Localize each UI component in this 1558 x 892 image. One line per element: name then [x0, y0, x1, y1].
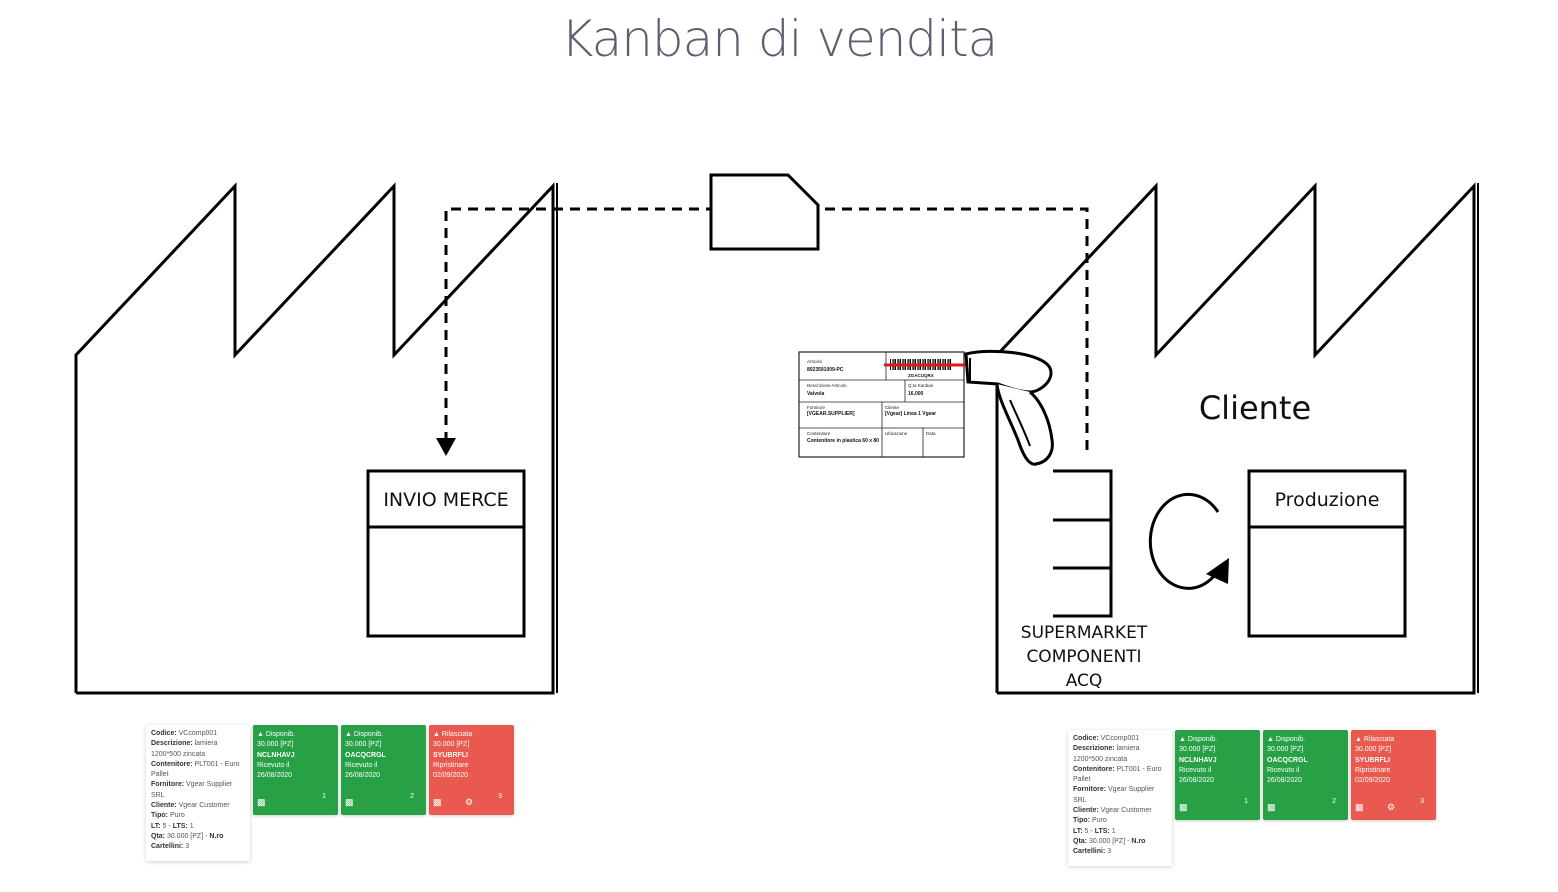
kanban-card[interactable]: ▲ Rilasciata 30.000 [PZ] SYUBRFLI Ripris… [429, 725, 514, 815]
barcode-scanner-icon [964, 349, 1054, 466]
print-icon[interactable]: ▩ [1355, 801, 1364, 812]
kanban-card[interactable]: ▲ Disponib. 30.000 [PZ] OACQCRGL Ricevut… [341, 725, 426, 815]
svg-text:Articolo: Articolo [807, 359, 823, 364]
kanban-card[interactable]: ▲ Disponib. 30.000 [PZ] NCLNHAVJ Ricevut… [1175, 730, 1260, 820]
customer-factory-outline [995, 182, 1476, 695]
restore-icon[interactable]: ⚙ [1387, 801, 1396, 812]
kanban-info-card: Codice: VCcomp001 Descrizione: lamiera 1… [1068, 730, 1172, 866]
print-icon[interactable]: ▩ [257, 796, 266, 807]
svg-text:Cliente: Cliente [885, 405, 900, 410]
invio-merce-label: INVIO MERCE [383, 489, 508, 511]
svg-text:Valvola: Valvola [807, 391, 824, 397]
svg-text:Ubicazione: Ubicazione [885, 431, 908, 436]
flask-icon: ▲ [1267, 736, 1274, 743]
kanban-card-symbol [709, 173, 820, 251]
print-icon[interactable]: ▩ [433, 796, 442, 807]
flask-icon: ▲ [433, 731, 440, 738]
kanban-paper-label: Articolo 8023591009-PC ZGACUQRX Descrizi… [798, 351, 965, 458]
supermarket-label-line2: COMPONENTI [1026, 647, 1141, 667]
svg-text:Fornitore: Fornitore [807, 405, 826, 410]
kanban-card[interactable]: ▲ Disponib. 30.000 [PZ] OACQCRGL Ricevut… [1263, 730, 1348, 820]
production-cycle-arrow [1148, 492, 1220, 590]
svg-text:Descrizione Articolo: Descrizione Articolo [807, 383, 847, 388]
cycle-arrow-head [1206, 558, 1229, 584]
flask-icon: ▲ [257, 731, 264, 738]
produzione-label: Produzione [1275, 489, 1380, 511]
print-icon[interactable]: ▩ [345, 796, 354, 807]
flow-arrow-head [436, 438, 456, 456]
svg-text:[VGEAR.SUPPLIER]: [VGEAR.SUPPLIER] [807, 411, 855, 417]
kanban-card[interactable]: ▲ Disponib. 30.000 [PZ] NCLNHAVJ Ricevut… [253, 725, 338, 815]
svg-text:Contenitore: Contenitore [807, 431, 831, 436]
svg-text:16,000: 16,000 [908, 391, 924, 397]
svg-text:Data: Data [926, 431, 936, 436]
page-title: Kanban di vendita [560, 10, 999, 68]
print-icon[interactable]: ▩ [1179, 801, 1188, 812]
produzione-box: Produzione [1247, 469, 1407, 638]
supermarket-shelves [1053, 469, 1113, 618]
supermarket-label-line3: ACQ [1066, 671, 1103, 691]
supermarket-label-line1: SUPERMARKET [1021, 623, 1148, 643]
restore-icon[interactable]: ⚙ [465, 796, 474, 807]
flask-icon: ▲ [1179, 736, 1186, 743]
kanban-info-card: Codice: VCcomp001 Descrizione: lamiera 1… [146, 725, 250, 861]
flask-icon: ▲ [345, 731, 352, 738]
svg-text:Q.ta Kanban: Q.ta Kanban [908, 383, 934, 388]
invio-merce-box: INVIO MERCE [366, 469, 526, 638]
svg-text:[Vgear] Linea 1 Vgear: [Vgear] Linea 1 Vgear [885, 411, 936, 417]
flask-icon: ▲ [1355, 736, 1362, 743]
svg-text:Contenitore in plastica 60 x 8: Contenitore in plastica 60 x 80 [807, 438, 879, 444]
svg-text:ZGACUQRX: ZGACUQRX [908, 373, 934, 378]
svg-text:8023591009-PC: 8023591009-PC [807, 367, 844, 373]
print-icon[interactable]: ▩ [1267, 801, 1276, 812]
supplier-factory-outline [74, 182, 555, 695]
cliente-label: Cliente [1199, 389, 1311, 427]
kanban-card[interactable]: ▲ Rilasciata 30.000 [PZ] SYUBRFLI Ripris… [1351, 730, 1436, 820]
